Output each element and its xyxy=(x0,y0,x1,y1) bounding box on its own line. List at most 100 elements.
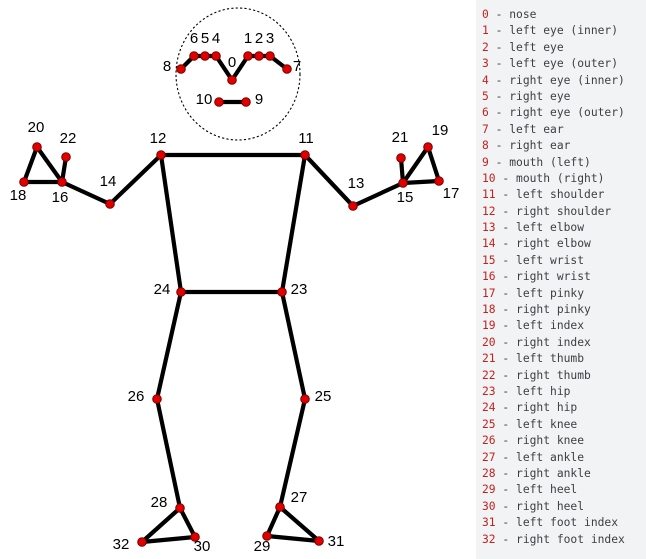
joint-3 xyxy=(265,51,275,61)
joint-28 xyxy=(175,503,185,513)
bone-30-32 xyxy=(139,534,198,545)
legend-separator: - xyxy=(495,253,517,267)
joint-label-29: 29 xyxy=(254,538,271,555)
legend-item: 4 - right eye (inner) xyxy=(482,73,646,89)
joint-label-6: 6 xyxy=(190,30,198,47)
legend-separator: - xyxy=(495,384,517,398)
joint-label-8: 8 xyxy=(163,58,171,75)
legend-number: 28 xyxy=(482,466,496,480)
joint-label-16: 16 xyxy=(52,189,69,206)
joint-label-10: 10 xyxy=(196,91,213,108)
joint-label-9: 9 xyxy=(255,91,263,108)
legend-item: 32 - right foot index xyxy=(482,532,646,548)
bone-27-29 xyxy=(264,504,283,539)
legend-label: right elbow xyxy=(516,237,591,251)
legend-label: right eye (inner) xyxy=(509,73,625,87)
legend-number: 16 xyxy=(482,270,496,284)
bone-20-16 xyxy=(34,144,65,185)
legend-number: 0 xyxy=(482,8,489,21)
legend-number: 15 xyxy=(482,253,496,267)
legend-number: 14 xyxy=(482,237,496,251)
joint-label-27: 27 xyxy=(291,489,308,506)
joint-label-21: 21 xyxy=(392,129,409,146)
legend-item: 0 - nose xyxy=(482,7,646,23)
legend-separator: - xyxy=(495,368,517,382)
legend-label: left knee xyxy=(516,417,578,431)
legend-item: 21 - left thumb xyxy=(482,351,646,367)
legend-item: 1 - left eye (inner) xyxy=(482,23,646,39)
bone-17-19 xyxy=(425,144,442,184)
joint-11 xyxy=(300,150,310,160)
bone-27-31 xyxy=(277,504,322,544)
legend-number: 19 xyxy=(482,319,496,333)
legend-label: left eye xyxy=(509,40,564,54)
joint-label-1: 1 xyxy=(244,30,252,47)
legend-label: right ankle xyxy=(516,466,591,480)
joint-label-7: 7 xyxy=(293,58,301,75)
legend-label: left hip xyxy=(516,384,571,398)
joint-17 xyxy=(434,176,444,186)
bone-12-24 xyxy=(158,152,184,295)
legend-item: 17 - left pinky xyxy=(482,286,646,302)
bone-24-26 xyxy=(154,289,184,402)
joint-0 xyxy=(227,75,237,85)
legend-label: mouth (left) xyxy=(509,155,591,169)
legend-item: 18 - right pinky xyxy=(482,302,646,318)
legend-label: left index xyxy=(516,319,585,333)
legend-label: left elbow xyxy=(516,221,585,235)
bone-0-1 xyxy=(229,53,251,83)
head-outline xyxy=(175,7,301,141)
joint-32 xyxy=(137,537,147,547)
bone-15-17 xyxy=(400,178,442,186)
joint-16 xyxy=(57,177,67,187)
joint-13 xyxy=(348,201,358,211)
legend-number: 23 xyxy=(482,384,496,398)
legend-separator: - xyxy=(495,237,517,251)
legend-number: 29 xyxy=(482,483,496,497)
legend-item: 28 - right ankle xyxy=(482,466,646,482)
legend-item: 3 - left eye (outer) xyxy=(482,56,646,72)
legend-item: 31 - left foot index xyxy=(482,515,646,531)
joint-label-26: 26 xyxy=(128,388,145,405)
legend-number: 31 xyxy=(482,516,496,530)
legend-item: 7 - left ear xyxy=(482,122,646,138)
legend-separator: - xyxy=(495,434,517,448)
joint-31 xyxy=(314,536,324,546)
legend-item: 5 - right eye xyxy=(482,89,646,105)
joint-29 xyxy=(262,531,272,541)
bone-12-14 xyxy=(107,152,164,207)
joint-19 xyxy=(423,142,433,152)
legend-label: left ear xyxy=(509,122,564,136)
bone-29-31 xyxy=(264,533,322,544)
legend-label: left thumb xyxy=(516,352,585,366)
legend-number: 18 xyxy=(482,303,496,317)
legend-number: 22 xyxy=(482,368,496,382)
joint-label-28: 28 xyxy=(151,494,168,511)
legend-number: 17 xyxy=(482,286,496,300)
legend-separator: - xyxy=(495,303,517,317)
joint-label-14: 14 xyxy=(100,173,117,190)
legend-separator: - xyxy=(495,319,517,333)
joint-12 xyxy=(156,150,166,160)
legend-number: 25 xyxy=(482,417,496,431)
legend-separator: - xyxy=(488,40,510,54)
joint-label-25: 25 xyxy=(315,388,332,405)
joint-label-17: 17 xyxy=(443,185,460,202)
legend-item: 30 - right heel xyxy=(482,499,646,515)
legend-item: 9 - mouth (left) xyxy=(482,155,646,171)
joint-label-22: 22 xyxy=(60,130,77,147)
legend-separator: - xyxy=(488,155,510,169)
legend-number: 26 xyxy=(482,434,496,448)
joint-label-20: 20 xyxy=(28,119,45,136)
joint-27 xyxy=(275,502,285,512)
joint-label-19: 19 xyxy=(432,122,449,139)
bone-11-23 xyxy=(279,152,308,295)
joint-20 xyxy=(32,142,42,152)
legend-separator: - xyxy=(495,188,517,202)
legend-separator: - xyxy=(495,516,517,530)
joint-label-31: 31 xyxy=(328,533,345,550)
legend-number: 24 xyxy=(482,401,496,415)
legend-number: 21 xyxy=(482,352,496,366)
legend-number: 32 xyxy=(482,532,496,546)
